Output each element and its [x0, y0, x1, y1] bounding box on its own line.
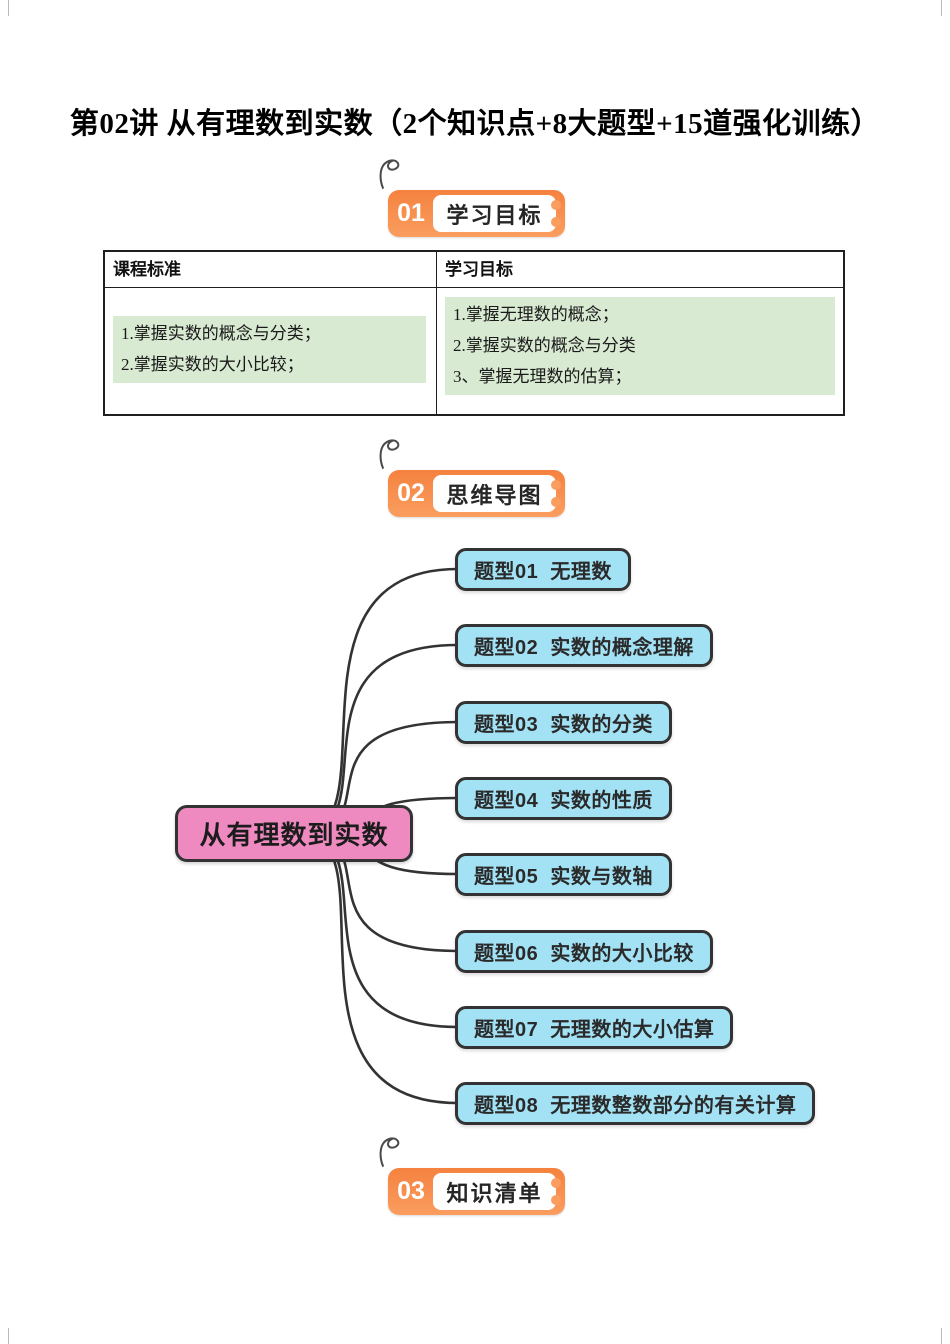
learning-goal-cell: 1.掌握无理数的概念； 2.掌握实数的概念与分类 3、掌握无理数的估算；	[437, 288, 843, 414]
mindmap-branch-04: 题型04 实数的性质	[455, 777, 672, 820]
badge-pill: 学习目标	[433, 195, 561, 232]
section-badge-mindmap: 02 思维导图	[379, 439, 565, 517]
pill-notch	[551, 217, 561, 227]
curl-icon	[379, 1137, 400, 1172]
pill-notch	[551, 200, 561, 210]
pill-notch	[551, 480, 561, 490]
curl-icon	[379, 159, 400, 194]
pill-notch	[551, 1178, 561, 1188]
column-header-learning-goal: 学习目标	[445, 260, 513, 279]
badge-pill: 知识清单	[433, 1173, 561, 1210]
pill-notch	[551, 1195, 561, 1205]
table-header-row: 课程标准 学习目标	[105, 252, 843, 288]
course-standard-item: 1.掌握实数的概念与分类；	[121, 324, 321, 343]
page-edge-mark	[8, 1328, 9, 1344]
learning-goals-table: 课程标准 学习目标 1.掌握实数的概念与分类； 2.掌握实数的大小比较； 1.掌…	[103, 250, 845, 416]
mindmap-branch-01: 题型01 无理数	[455, 548, 631, 591]
section-number: 01	[397, 199, 425, 227]
course-standard-cell: 1.掌握实数的概念与分类； 2.掌握实数的大小比较；	[105, 288, 437, 414]
badge-pill: 思维导图	[433, 475, 561, 512]
course-standard-items: 1.掌握实数的概念与分类； 2.掌握实数的大小比较；	[113, 316, 426, 383]
section-badge-learning-goals: 01 学习目标	[379, 159, 565, 237]
page-title: 第02讲 从有理数到实数（2个知识点+8大题型+15道强化训练）	[69, 108, 881, 140]
mindmap-branch-07: 题型07 无理数的大小估算	[455, 1006, 734, 1049]
mindmap-branch-06: 题型06 实数的大小比较	[455, 930, 713, 973]
section-number: 03	[397, 1177, 425, 1205]
mindmap-branch-03: 题型03 实数的分类	[455, 701, 672, 744]
badge-background: 02 思维导图	[388, 470, 565, 517]
section-label: 学习目标	[446, 202, 543, 228]
learning-goal-items: 1.掌握无理数的概念； 2.掌握实数的概念与分类 3、掌握无理数的估算；	[445, 297, 835, 395]
column-header-course-standard: 课程标准	[105, 252, 437, 287]
learning-goal-item: 1.掌握无理数的概念；	[453, 305, 619, 324]
section-badge-knowledge-list: 03 知识清单	[379, 1137, 565, 1215]
mindmap-branch-02: 题型02 实数的概念理解	[455, 624, 713, 667]
page-edge-mark	[941, 1328, 942, 1344]
section-label: 思维导图	[446, 482, 543, 508]
badge-background: 03 知识清单	[388, 1168, 565, 1215]
mindmap-branch-08: 题型08 无理数整数部分的有关计算	[455, 1082, 816, 1125]
curl-icon	[379, 439, 400, 474]
mindmap-branch-05: 题型05 实数与数轴	[455, 853, 672, 896]
badge-background: 01 学习目标	[388, 190, 565, 237]
section-label: 知识清单	[446, 1180, 543, 1206]
section-number: 02	[397, 479, 425, 507]
learning-goal-item: 3、掌握无理数的估算；	[453, 367, 632, 386]
page-edge-mark	[941, 0, 942, 16]
learning-goal-item: 2.掌握实数的概念与分类	[453, 336, 636, 355]
page-edge-mark	[8, 0, 9, 16]
pill-notch	[551, 497, 561, 507]
course-standard-item: 2.掌握实数的大小比较；	[121, 355, 304, 374]
mindmap: 从有理数到实数 题型01 无理数 题型02 实数的概念理解 题型03 实数的分类…	[0, 530, 950, 1155]
table-body-row: 1.掌握实数的概念与分类； 2.掌握实数的大小比较； 1.掌握无理数的概念； 2…	[105, 288, 843, 414]
mindmap-root-node: 从有理数到实数	[175, 805, 413, 862]
